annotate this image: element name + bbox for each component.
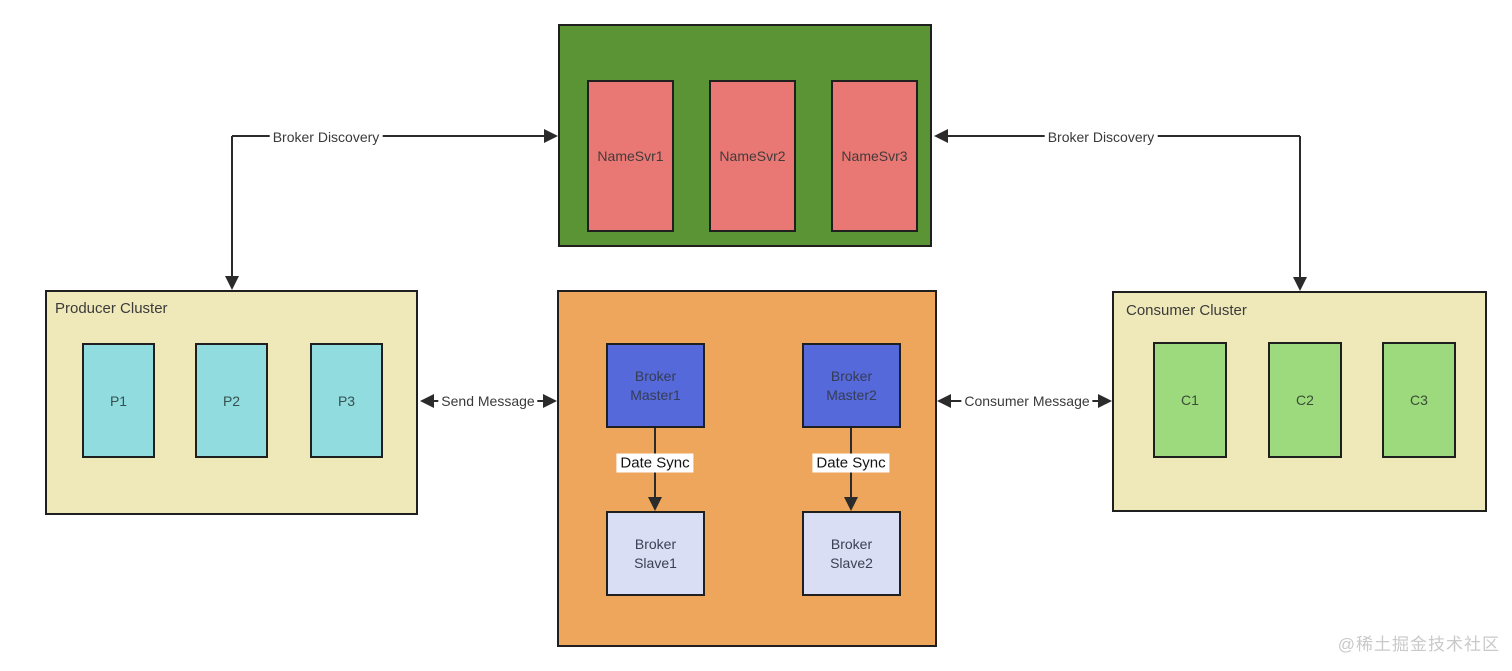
arrowhead-right-icon: [1098, 394, 1112, 408]
broker-discovery-left-label: Broker Discovery: [269, 128, 383, 146]
send-message-label: Send Message: [438, 392, 538, 410]
broker-discovery-right-label: Broker Discovery: [1044, 128, 1158, 146]
producer2-node: P2: [195, 343, 268, 458]
consumer3-node: C3: [1382, 342, 1456, 458]
consumer2-label: C2: [1296, 392, 1314, 408]
arrowhead-left-icon: [934, 129, 948, 143]
producer3-label: P3: [337, 392, 356, 409]
broker-master2-label: Broker Master2: [826, 367, 877, 403]
arrowhead-down-icon: [225, 276, 239, 290]
broker-master1-label: Broker Master1: [630, 367, 681, 403]
arrowhead-down-icon: [1293, 277, 1307, 291]
consumer1-node: C1: [1153, 342, 1227, 458]
producer-cluster-title: Producer Cluster: [55, 300, 168, 317]
namesvr3-label: NameSvr3: [841, 148, 908, 164]
producer1-node: P1: [82, 343, 155, 458]
namesvr2-node: NameSvr2: [709, 80, 796, 232]
consumer-cluster-box: Consumer Cluster C1 C2 C3: [1112, 291, 1487, 512]
producer1-label: P1: [109, 392, 128, 409]
producer2-label: P2: [222, 392, 241, 409]
nameserver-cluster-box: NameSvr1 NameSvr2 NameSvr3: [558, 24, 932, 247]
connector-broker-discovery-right: [934, 129, 1307, 291]
broker-slave2-node: Broker Slave2: [802, 511, 901, 596]
arrowhead-left-icon: [937, 394, 951, 408]
consumer-cluster-title: Consumer Cluster: [1126, 302, 1247, 319]
consumer2-node: C2: [1268, 342, 1342, 458]
producer3-node: P3: [310, 343, 383, 458]
arrowhead-left-icon: [420, 394, 434, 408]
broker-slave1-label: Broker Slave1: [634, 535, 677, 571]
namesvr3-node: NameSvr3: [831, 80, 918, 232]
consumer3-label: C3: [1410, 392, 1428, 408]
namesvr2-label: NameSvr2: [719, 148, 786, 164]
date-sync2-label: Date Sync: [812, 453, 890, 473]
consumer1-label: C1: [1181, 392, 1199, 408]
producer-cluster-box: Producer Cluster P1 P2 P3: [45, 290, 418, 515]
broker-master2-node: Broker Master2: [802, 343, 901, 428]
arrowhead-right-icon: [543, 394, 557, 408]
broker-slave1-node: Broker Slave1: [606, 511, 705, 596]
date-sync1-label: Date Sync: [616, 453, 694, 473]
namesvr1-label: NameSvr1: [597, 148, 664, 164]
namesvr1-node: NameSvr1: [587, 80, 674, 232]
broker-master1-node: Broker Master1: [606, 343, 705, 428]
watermark: @稀土掘金技术社区: [1337, 635, 1500, 654]
broker-slave2-label: Broker Slave2: [830, 535, 873, 571]
consumer-message-label: Consumer Message: [961, 392, 1093, 410]
connector-broker-discovery-left: [225, 129, 558, 290]
arrowhead-right-icon: [544, 129, 558, 143]
